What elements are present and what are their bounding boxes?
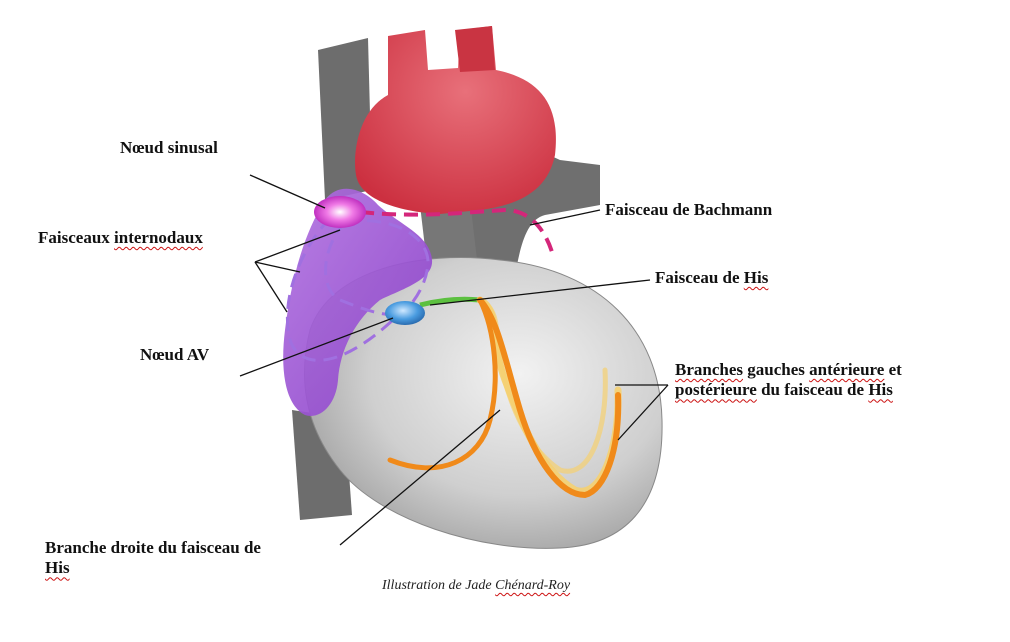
label-internodal: Faisceaux internodaux (38, 228, 203, 248)
lb-l2-c: His (868, 380, 893, 400)
av-node (385, 301, 425, 325)
illustration-credit: Illustration de Jade Chénard-Roy (382, 578, 570, 594)
label-right-branch: Branche droite du faisceau de His (45, 538, 315, 579)
label-his-prefix: Faisceau de (655, 268, 744, 287)
label-bachmann: Faisceau de Bachmann (605, 200, 773, 219)
sinus-node (314, 196, 366, 228)
label-his-bundle: Faisceau de His (655, 268, 768, 288)
aorta (355, 26, 556, 214)
right-atrium-tissue (283, 188, 433, 416)
credit-prefix: Illustration de Jade (382, 578, 496, 593)
lb-l1-c: antérieure (809, 360, 885, 379)
label-right-branch-line1: Branche droite du faisceau de (45, 538, 261, 557)
label-internodal-prefix: Faisceaux (38, 228, 115, 247)
label-right-branch-line2: His (45, 558, 70, 578)
label-av-node: Nœud AV (140, 345, 210, 364)
credit-name: Chénard-Roy (495, 578, 571, 593)
lb-l1-b: gauches (743, 360, 810, 379)
label-left-branches-line1: Branches gauches antérieure et (675, 360, 965, 380)
lb-l2-b: du faisceau de (756, 380, 869, 400)
bachmann-bundle-path (359, 207, 554, 253)
ventricles (303, 257, 663, 549)
leader-lines (239, 174, 669, 546)
label-left-branches-line2: postérieure du faisceau de His (675, 380, 965, 400)
lb-l1-a: Branches (675, 360, 743, 379)
lb-l2-a: postérieure (675, 380, 757, 400)
label-sinus-node: Nœud sinusal (120, 138, 218, 157)
label-his-word: His (743, 268, 769, 287)
label-left-branches: Branches gauches antérieure et postérieu… (675, 360, 965, 401)
internodal-pathways (285, 216, 430, 362)
lb-l1-d: et (884, 360, 902, 379)
label-internodal-word: internodaux (114, 228, 203, 247)
